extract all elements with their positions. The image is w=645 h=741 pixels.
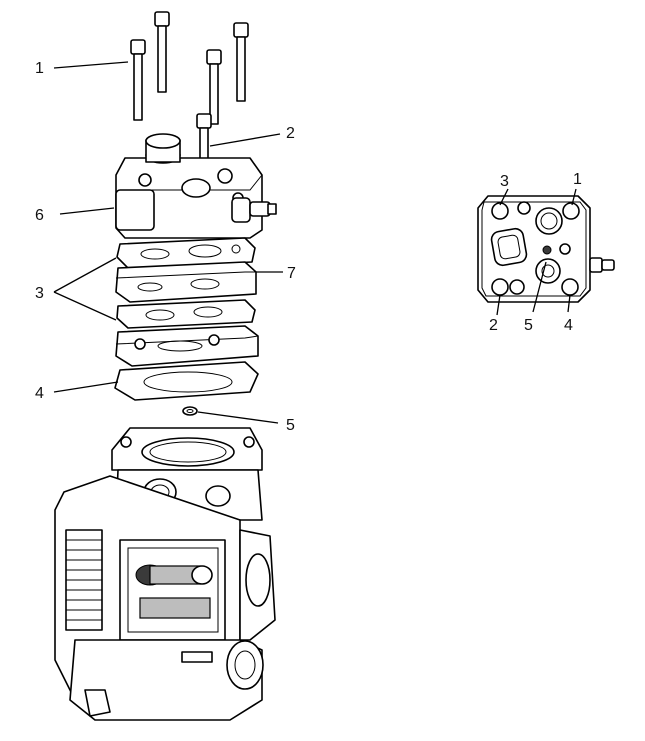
bolt xyxy=(130,39,146,121)
gear-teeth xyxy=(66,539,102,621)
top-label-1: 1 xyxy=(573,171,582,188)
valve-plate xyxy=(115,261,257,303)
bolt xyxy=(206,49,222,125)
top-label-3: 3 xyxy=(500,173,509,190)
top-label-2: 2 xyxy=(489,317,498,334)
exploded-labels: 1 2 6 7 3 4 5 xyxy=(35,60,296,434)
upper-gasket xyxy=(116,237,256,269)
top-view-plate xyxy=(477,195,615,303)
top-label-5: 5 xyxy=(524,317,533,334)
label-cylinder-head: 6 xyxy=(35,207,44,224)
label-base-gasket: 4 xyxy=(35,385,44,402)
o-ring xyxy=(182,406,198,416)
crankcase xyxy=(54,427,276,721)
label-bolts: 1 xyxy=(35,60,44,77)
top-view-labels: 3 1 2 5 4 xyxy=(489,171,582,334)
label-o-ring: 5 xyxy=(286,417,295,434)
label-single-bolt: 2 xyxy=(286,125,295,142)
bolt xyxy=(154,11,170,93)
base-gasket xyxy=(114,361,259,401)
head-plate xyxy=(115,325,259,367)
label-valve-plate: 7 xyxy=(287,265,296,282)
bolts xyxy=(130,11,249,181)
leader-lines xyxy=(53,61,577,424)
label-gaskets: 3 xyxy=(35,285,44,302)
top-label-4: 4 xyxy=(564,317,573,334)
lower-gasket xyxy=(116,299,256,329)
bolt xyxy=(233,22,249,102)
cylinder-head xyxy=(115,133,277,239)
